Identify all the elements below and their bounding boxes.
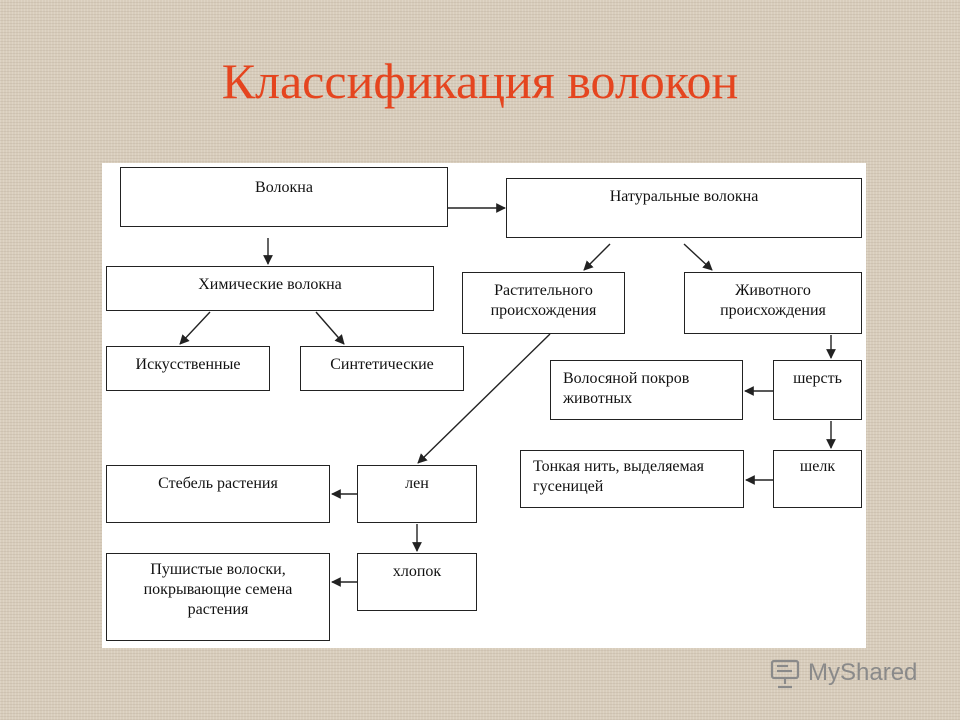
box-chemical-fibers: Химические волокна [106,266,434,311]
box-chemical-fibers-label: Химические волокна [198,276,342,293]
box-fluffy-hairs: Пушистые волоски, покрывающие семена рас… [106,553,330,641]
box-silk: шелк [773,450,862,508]
box-natural-fibers: Натуральные волокна [506,178,862,238]
myshared-logo: MyShared [768,656,917,690]
box-stem-label: Стебель растения [158,475,278,492]
box-flax: лен [357,465,477,523]
box-animal-origin-label: Животного происхождения [720,282,826,319]
box-thin-thread: Тонкая нить, выделяемая гусеницей [520,450,744,508]
box-artificial-label: Искусственные [135,356,241,373]
box-plant-origin-label: Растительного происхождения [490,282,597,319]
box-cotton-label: хлопок [392,563,442,580]
box-thin-thread-label: Тонкая нить, выделяемая гусеницей [533,458,705,495]
box-natural-fibers-label: Натуральные волокна [609,188,759,205]
box-fibers: Волокна [120,167,448,227]
slide-title: Классификация волокон [221,53,739,109]
box-synthetic-label: Синтетические [330,356,434,373]
box-cotton: хлопок [357,553,477,611]
box-silk-label: шелк [799,458,836,475]
box-synthetic: Синтетические [300,346,464,391]
box-plant-origin: Растительного происхождения [462,272,625,334]
box-fluffy-hairs-label: Пушистые волоски, покрывающие семена рас… [143,561,293,618]
box-artificial: Искусственные [106,346,270,391]
box-hair-cover: Волосяной покров животных [550,360,743,420]
presentation-board-icon [770,659,800,689]
box-wool: шерсть [773,360,862,420]
logo-text: MyShared [808,659,918,686]
box-fibers-label: Волокна [255,179,313,196]
box-wool-label: шерсть [793,370,842,387]
box-animal-origin: Животного происхождения [684,272,862,334]
box-hair-cover-label: Волосяной покров животных [563,370,690,407]
box-stem: Стебель растения [106,465,330,523]
box-flax-label: лен [405,475,429,492]
